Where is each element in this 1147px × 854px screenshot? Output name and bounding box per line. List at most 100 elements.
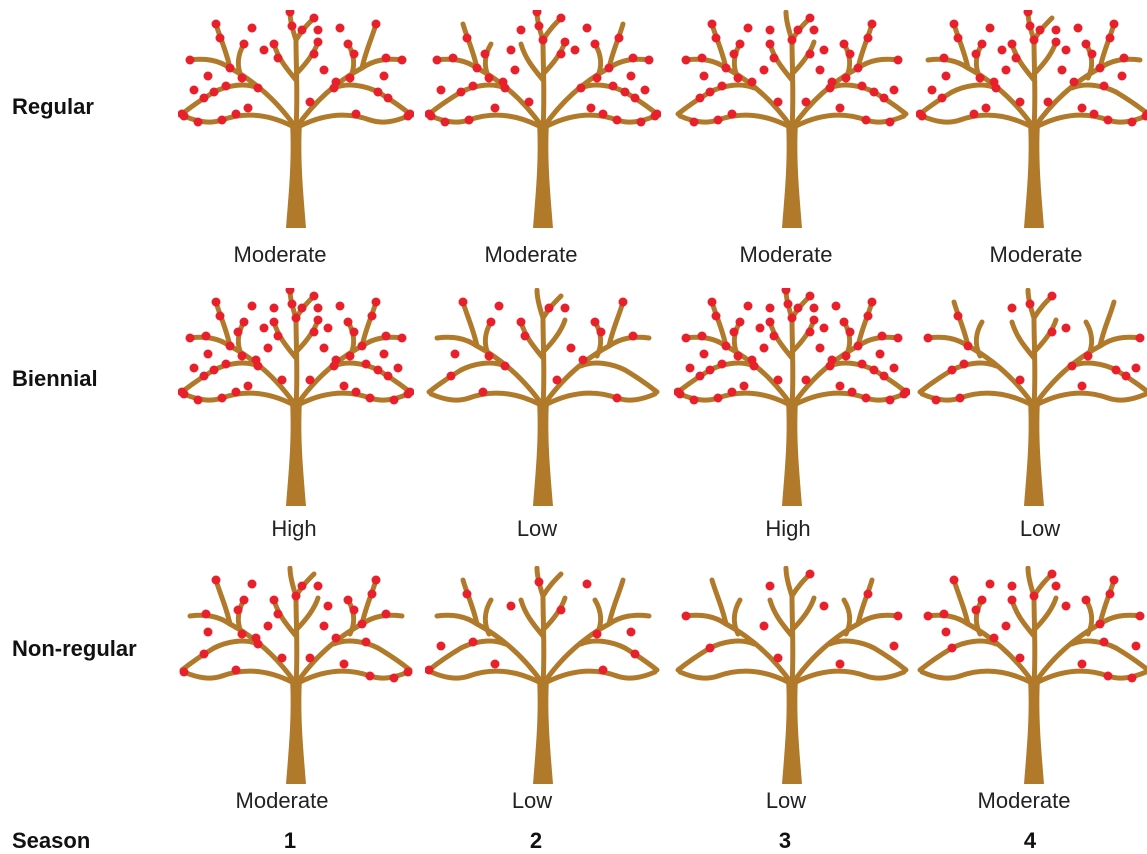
- fruit: [1082, 596, 1091, 605]
- branch: [1012, 600, 1034, 636]
- trunk: [286, 122, 306, 228]
- fruit: [517, 318, 526, 327]
- fruit: [816, 66, 825, 75]
- fruit: [579, 356, 588, 365]
- fruit: [314, 304, 323, 313]
- branch: [184, 394, 222, 400]
- fruit: [619, 298, 628, 307]
- fruit: [1058, 66, 1067, 75]
- fruit: [244, 382, 253, 391]
- fruit: [990, 634, 999, 643]
- fruit: [615, 34, 624, 43]
- fruit: [479, 388, 488, 397]
- season-number-1: 1: [260, 828, 320, 854]
- branch: [543, 40, 544, 128]
- fruit: [766, 582, 775, 591]
- tree-biennial-season-1: [178, 288, 414, 506]
- branch: [429, 92, 461, 114]
- fruit: [950, 576, 959, 585]
- branch: [792, 596, 793, 684]
- fruit: [314, 582, 323, 591]
- fruit: [928, 86, 937, 95]
- fruit: [212, 298, 221, 307]
- fruit: [770, 332, 779, 341]
- fruit: [384, 94, 393, 103]
- fruit: [561, 38, 570, 47]
- fruit: [868, 20, 877, 29]
- branch: [678, 648, 710, 670]
- fruit: [690, 118, 699, 127]
- fruit: [806, 50, 815, 59]
- fruit: [840, 40, 849, 49]
- fruit: [730, 328, 739, 337]
- fruit: [774, 654, 783, 663]
- fruit: [736, 40, 745, 49]
- fruit: [722, 342, 731, 351]
- fruit: [310, 14, 319, 23]
- branch: [1072, 85, 1116, 92]
- fruit: [802, 376, 811, 385]
- branch: [214, 363, 258, 370]
- fruit: [1012, 54, 1021, 63]
- fruit: [950, 20, 959, 29]
- fruit: [487, 318, 496, 327]
- fruit: [404, 668, 413, 677]
- branch: [680, 394, 718, 400]
- season-number-3: 3: [755, 828, 815, 854]
- fruit: [180, 112, 189, 121]
- fruit: [810, 26, 819, 35]
- fruit: [485, 352, 494, 361]
- tree-biennial-season-4: [916, 288, 1147, 506]
- fruit: [260, 324, 269, 333]
- fruit: [288, 22, 297, 31]
- fruit: [427, 112, 436, 121]
- fruit: [890, 86, 899, 95]
- fruit: [766, 26, 775, 35]
- fruit: [774, 98, 783, 107]
- branch: [184, 116, 222, 122]
- fruit: [350, 328, 359, 337]
- fruit: [1044, 98, 1053, 107]
- fruit: [641, 86, 650, 95]
- yield-label-regular-2: Moderate: [431, 242, 631, 268]
- yield-label-biennial-4: Low: [940, 516, 1140, 542]
- fruit: [459, 298, 468, 307]
- branch: [686, 615, 726, 624]
- tree-regular-season-3: [674, 10, 910, 228]
- tree-biennial-season-2: [425, 288, 661, 506]
- season-number-2: 2: [506, 828, 566, 854]
- fruit: [890, 364, 899, 373]
- branch: [960, 393, 1030, 404]
- fruit: [320, 66, 329, 75]
- fruit: [806, 292, 815, 301]
- fruit: [848, 388, 857, 397]
- fruit: [1008, 582, 1017, 591]
- branch: [543, 596, 544, 684]
- fruit: [286, 288, 295, 295]
- fruit: [1104, 116, 1113, 125]
- fruit: [204, 72, 213, 81]
- fruit: [629, 54, 638, 63]
- fruit: [613, 116, 622, 125]
- fruit: [682, 334, 691, 343]
- fruit: [894, 612, 903, 621]
- tree-illustration: [674, 10, 910, 228]
- branch: [830, 85, 874, 92]
- yield-label-biennial-3: High: [688, 516, 888, 542]
- fruit: [728, 388, 737, 397]
- branch: [1100, 615, 1140, 624]
- fruit: [708, 20, 717, 29]
- fruit: [826, 84, 835, 93]
- fruit: [1002, 66, 1011, 75]
- branch: [922, 672, 960, 678]
- tree-illustration: [916, 10, 1147, 228]
- branch: [625, 370, 657, 392]
- fruit: [605, 64, 614, 73]
- fruit: [1052, 582, 1061, 591]
- branch: [429, 370, 461, 392]
- fruit: [593, 630, 602, 639]
- fruit: [248, 580, 257, 589]
- fruit: [491, 660, 500, 669]
- branch: [874, 648, 906, 670]
- fruit: [481, 50, 490, 59]
